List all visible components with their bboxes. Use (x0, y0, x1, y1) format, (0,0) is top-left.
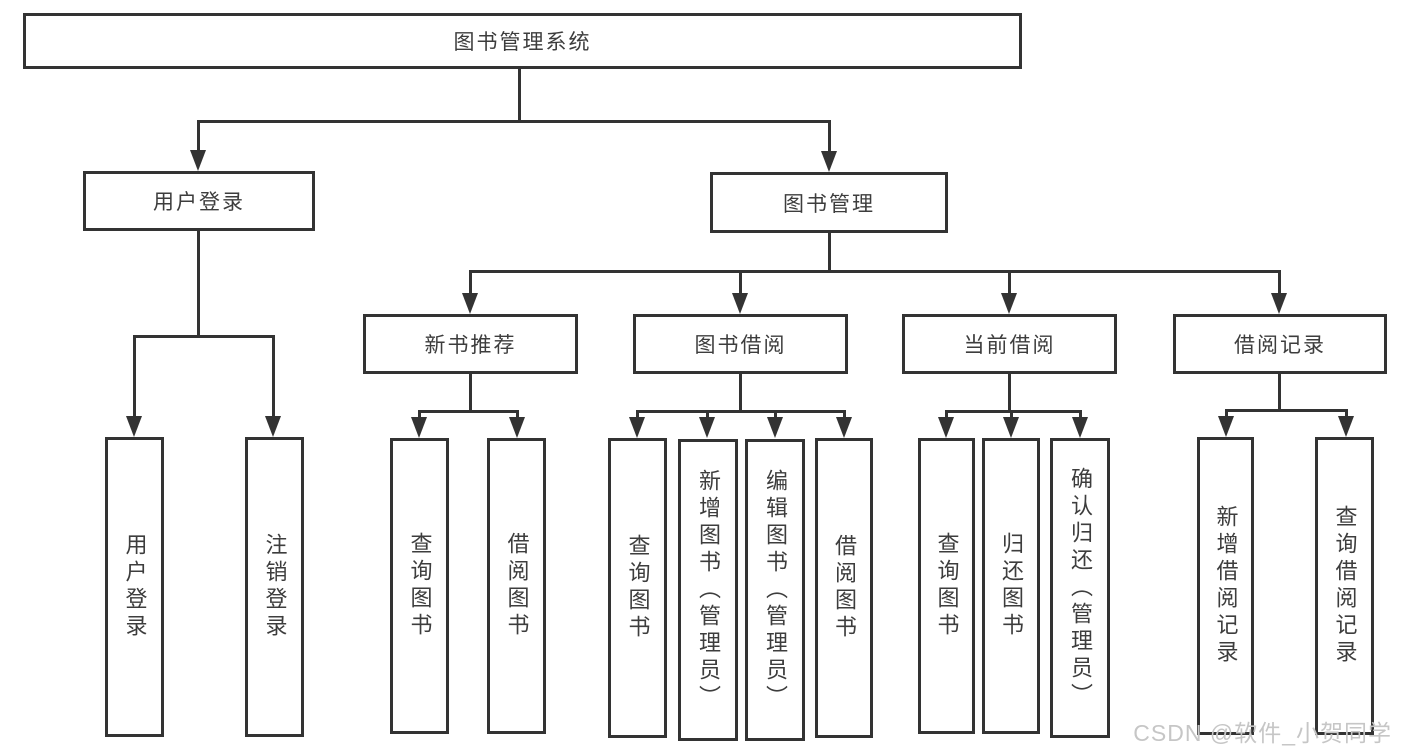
connector-drop (945, 410, 948, 419)
arrow-down-icon (462, 293, 478, 314)
csdn-watermark: CSDN @软件_小贺同学 (1133, 720, 1392, 746)
connector-stem (739, 374, 742, 410)
arrow-down-icon (1001, 293, 1017, 314)
connector-drop (133, 335, 136, 417)
connector-drop (843, 410, 846, 419)
connector-bar (636, 410, 846, 413)
connector-bar (133, 335, 275, 338)
leaf-label: 归还图书 (999, 532, 1024, 640)
arrow-down-icon (126, 416, 142, 437)
connector-stem (828, 233, 831, 270)
leaf-label: 编辑图书（管理员） (763, 468, 788, 712)
connector-drop (418, 410, 421, 419)
leaf-label: 查询借阅记录 (1332, 505, 1358, 667)
leaf-borrow-books-2: 借阅图书 (815, 438, 873, 738)
leaf-query-books-1: 查询图书 (390, 438, 449, 734)
node-label: 图书管理系统 (453, 31, 592, 54)
connector-drop (739, 270, 742, 294)
arrow-down-icon (732, 293, 748, 314)
node-label: 用户登录 (153, 191, 245, 214)
connector-stem (1008, 374, 1011, 410)
connector-drop (828, 120, 831, 152)
connector-bar (945, 410, 1082, 413)
node-book-management: 图书管理 (710, 172, 948, 233)
leaf-label: 确认归还（管理员） (1068, 466, 1093, 710)
leaf-user-login: 用户登录 (105, 437, 164, 737)
node-label: 新书推荐 (424, 334, 517, 357)
node-label: 当前借阅 (963, 334, 1056, 357)
node-current-borrowing: 当前借阅 (902, 314, 1117, 374)
connector-drop (1225, 409, 1228, 418)
leaf-label: 新增借阅记录 (1213, 505, 1239, 667)
leaf-label: 注销登录 (262, 533, 288, 641)
arrow-down-icon (190, 150, 206, 171)
leaf-label: 新增图书（管理员） (696, 468, 721, 712)
leaf-query-books-2: 查询图书 (608, 438, 667, 738)
leaf-query-books-3: 查询图书 (918, 438, 975, 734)
connector-drop (774, 410, 777, 419)
leaf-label: 查询图书 (625, 534, 651, 642)
arrow-down-icon (699, 417, 715, 438)
connector-root-stem (518, 69, 521, 120)
connector-root-bar (197, 120, 831, 123)
arrow-down-icon (1072, 417, 1088, 438)
node-user-login: 用户登录 (83, 171, 315, 231)
connector-bar (469, 270, 1281, 273)
connector-stem (469, 374, 472, 410)
connector-drop (516, 410, 519, 419)
connector-stem (197, 231, 200, 335)
connector-stem (1278, 374, 1281, 410)
node-new-book-recommend: 新书推荐 (363, 314, 578, 374)
arrow-down-icon (265, 416, 281, 437)
connector-drop (1010, 410, 1013, 419)
leaf-label: 借阅图书 (504, 532, 530, 640)
arrow-down-icon (1338, 416, 1354, 437)
leaf-logout: 注销登录 (245, 437, 304, 737)
arrow-down-icon (1003, 417, 1019, 438)
leaf-add-books-admin: 新增图书（管理员） (678, 439, 738, 741)
leaf-label: 用户登录 (122, 533, 148, 641)
leaf-query-borrow-record: 查询借阅记录 (1315, 437, 1374, 735)
leaf-return-books: 归还图书 (982, 438, 1040, 734)
node-borrowing-records: 借阅记录 (1173, 314, 1387, 374)
leaf-label: 查询图书 (407, 532, 433, 640)
leaf-label: 查询图书 (934, 532, 960, 640)
connector-drop (1079, 410, 1082, 419)
node-label: 图书借阅 (694, 334, 787, 357)
connector-drop (272, 335, 275, 417)
node-label: 图书管理 (783, 192, 875, 216)
arrow-down-icon (836, 417, 852, 438)
arrow-down-icon (821, 151, 837, 172)
connector-drop (197, 120, 200, 152)
connector-drop (1008, 270, 1011, 294)
leaf-borrow-books-1: 借阅图书 (487, 438, 546, 734)
connector-bar (1225, 409, 1347, 412)
connector-drop (636, 410, 639, 419)
arrow-down-icon (1271, 293, 1287, 314)
leaf-label: 借阅图书 (832, 534, 857, 642)
arrow-down-icon (1218, 416, 1234, 437)
node-book-borrowing: 图书借阅 (633, 314, 848, 374)
connector-bar (418, 410, 519, 413)
arrow-down-icon (767, 417, 783, 438)
arrow-down-icon (411, 417, 427, 438)
leaf-confirm-return-admin: 确认归还（管理员） (1050, 438, 1110, 738)
connector-drop (469, 270, 472, 294)
leaf-add-borrow-record: 新增借阅记录 (1197, 437, 1254, 735)
node-library-system: 图书管理系统 (23, 13, 1022, 69)
arrow-down-icon (629, 417, 645, 438)
arrow-down-icon (938, 417, 954, 438)
connector-drop (706, 410, 709, 419)
arrow-down-icon (509, 417, 525, 438)
node-label: 借阅记录 (1234, 334, 1326, 357)
connector-drop (1345, 409, 1348, 418)
connector-drop (1278, 270, 1281, 294)
leaf-edit-books-admin: 编辑图书（管理员） (745, 439, 805, 741)
